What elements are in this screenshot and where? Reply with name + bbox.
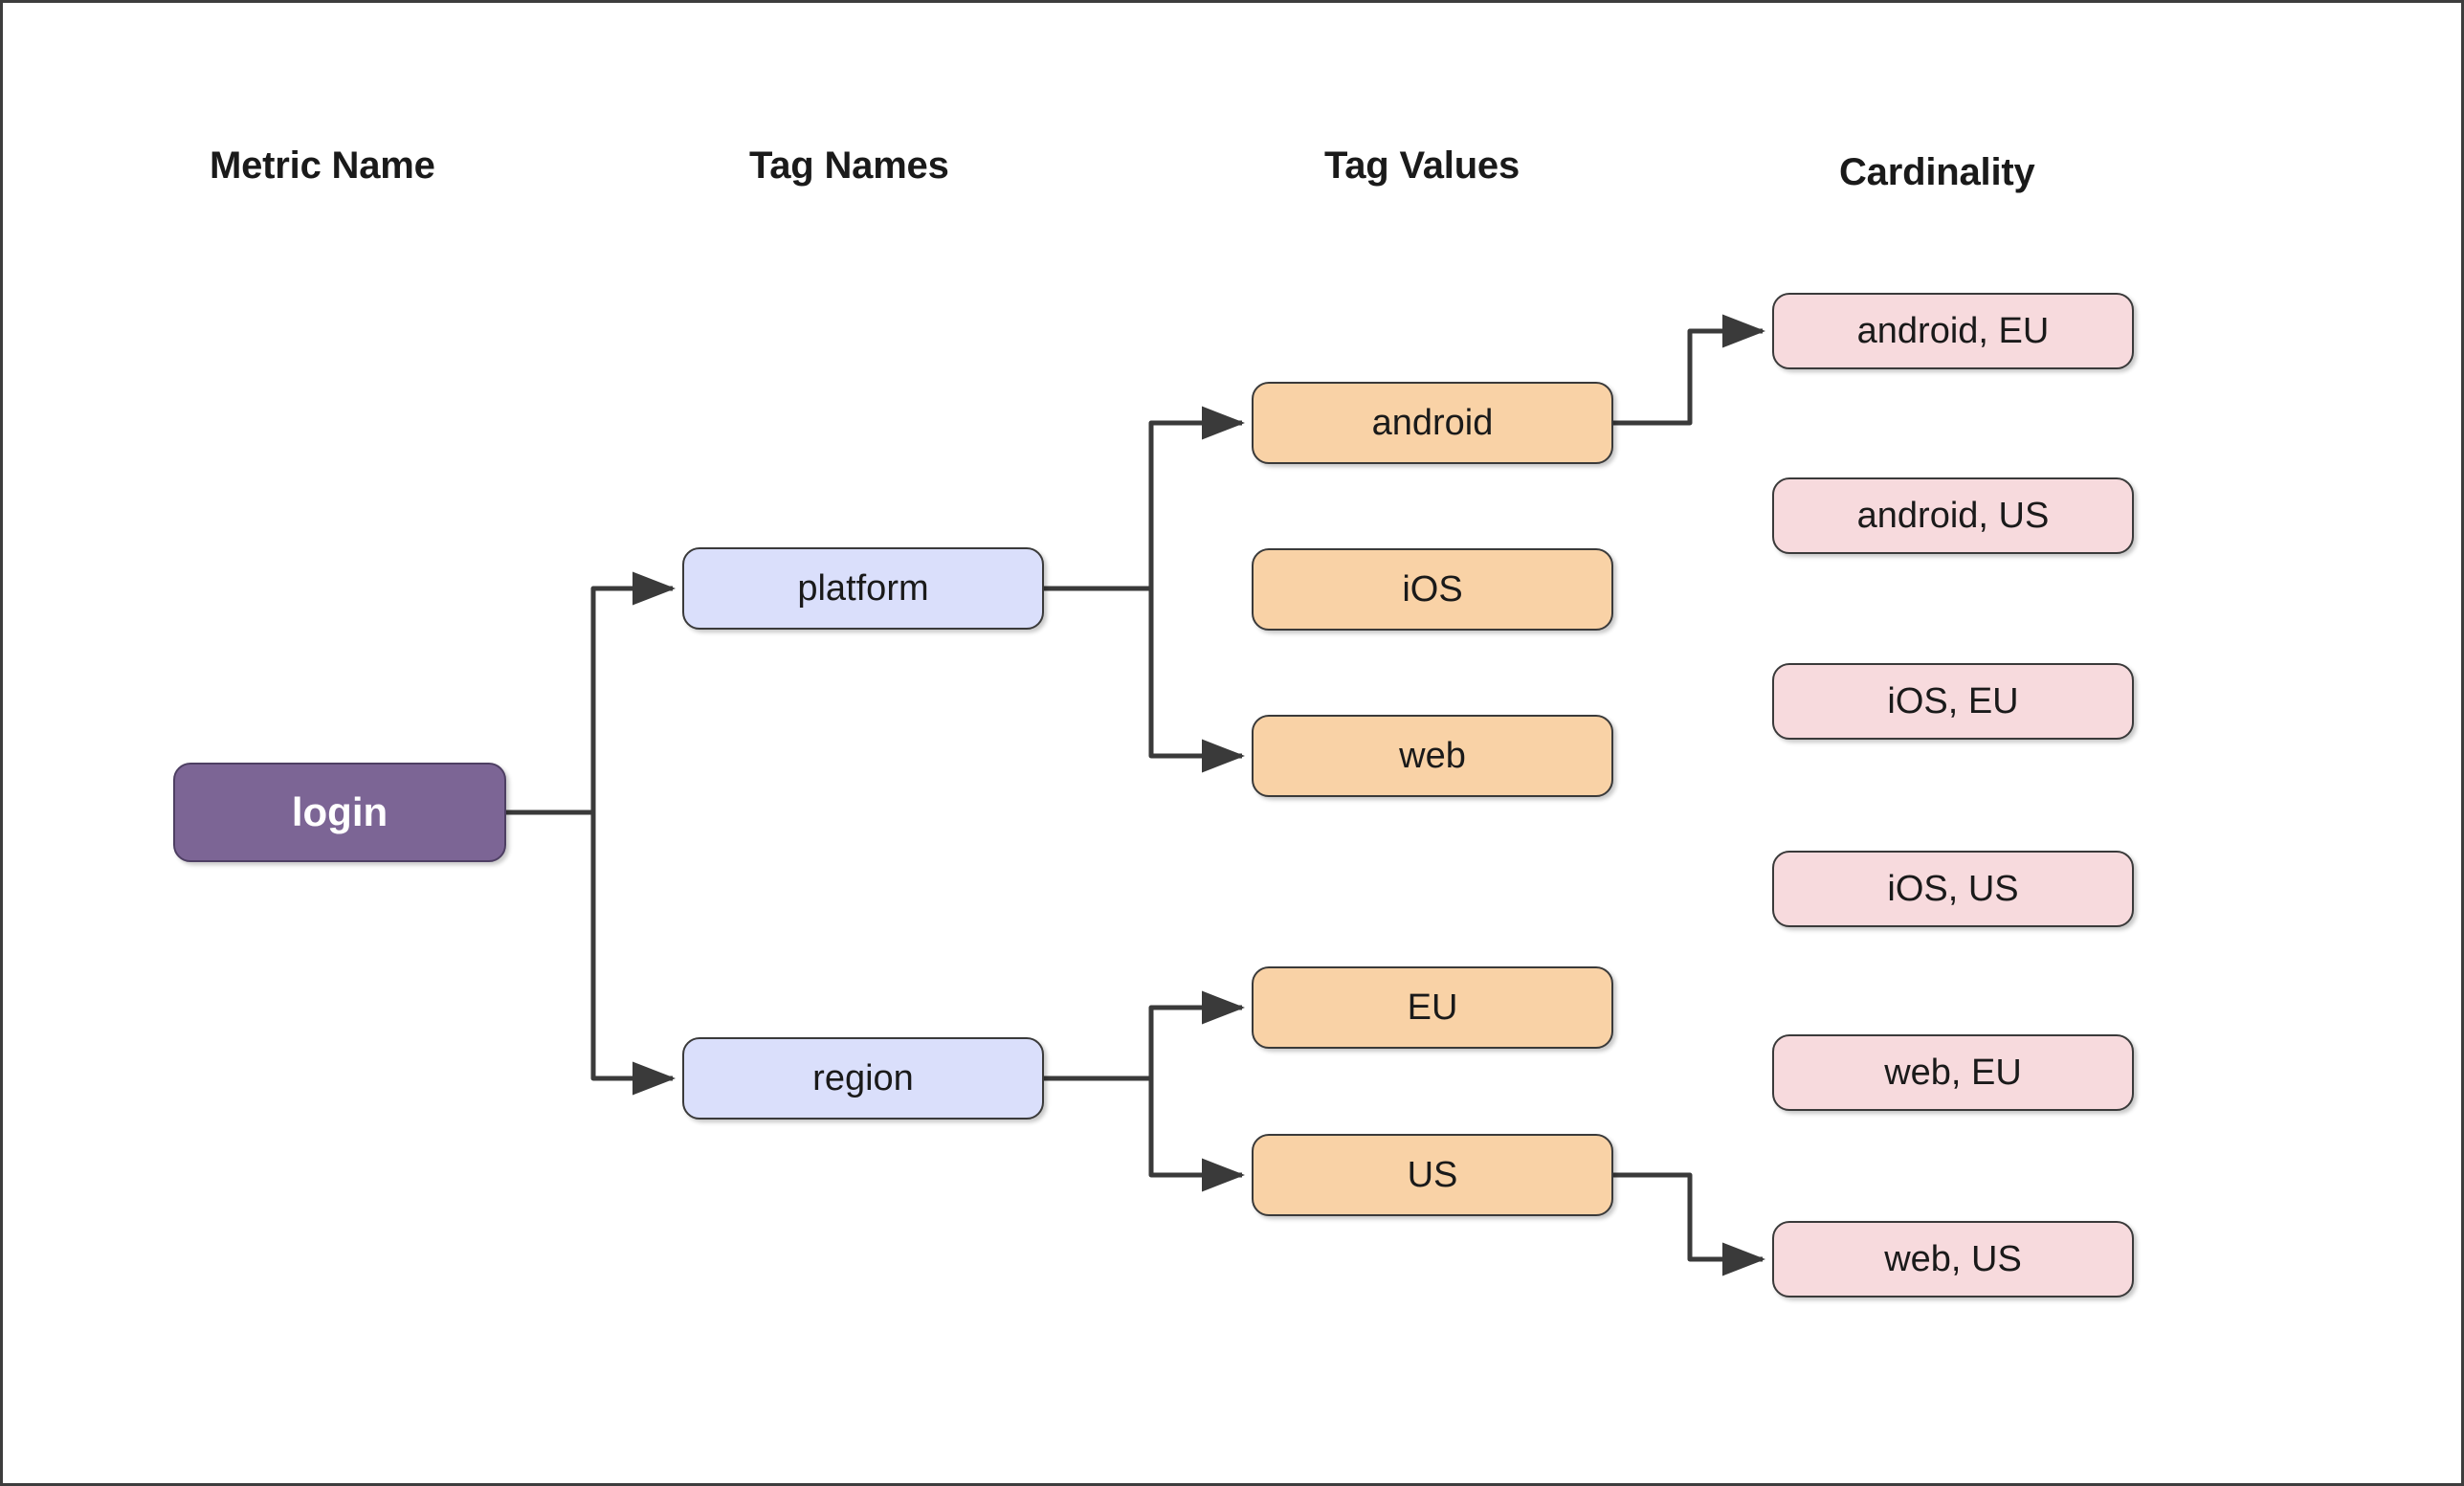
node-ios-eu[interactable]: iOS, EU bbox=[1772, 663, 2134, 740]
column-header-tag_names: Tag Names bbox=[749, 144, 949, 187]
node-label-region: region bbox=[812, 1057, 914, 1098]
edge-region-to-eu bbox=[1044, 990, 1246, 1081]
node-label-ios-us: iOS, US bbox=[1887, 868, 2019, 909]
node-android-us[interactable]: android, US bbox=[1772, 477, 2134, 554]
node-label-web: web bbox=[1399, 735, 1466, 776]
node-label-ios: iOS bbox=[1402, 568, 1463, 610]
node-web[interactable]: web bbox=[1252, 715, 1613, 797]
column-header-tag_values: Tag Values bbox=[1324, 144, 1521, 187]
node-ios-us[interactable]: iOS, US bbox=[1772, 851, 2134, 927]
edge-android-to-android-eu bbox=[1613, 314, 1766, 426]
node-label-us: US bbox=[1407, 1154, 1458, 1195]
node-login[interactable]: login bbox=[173, 763, 506, 862]
node-web-eu[interactable]: web, EU bbox=[1772, 1034, 2134, 1111]
edge-login-to-platform bbox=[506, 571, 677, 815]
node-label-android-eu: android, EU bbox=[1856, 310, 2050, 351]
column-header-cardinality: Cardinality bbox=[1839, 151, 2035, 193]
edge-login-to-region bbox=[506, 810, 677, 1096]
edge-region-to-us bbox=[1044, 1076, 1246, 1192]
node-label-ios-eu: iOS, EU bbox=[1887, 680, 2019, 721]
node-android-eu[interactable]: android, EU bbox=[1772, 293, 2134, 369]
node-region[interactable]: region bbox=[682, 1037, 1044, 1120]
node-android[interactable]: android bbox=[1252, 382, 1613, 464]
node-label-web-us: web, US bbox=[1884, 1238, 2022, 1279]
node-web-us[interactable]: web, US bbox=[1772, 1221, 2134, 1297]
node-eu[interactable]: EU bbox=[1252, 966, 1613, 1049]
column-header-metric_name: Metric Name bbox=[210, 144, 435, 187]
node-label-platform: platform bbox=[797, 567, 929, 609]
edge-platform-to-android bbox=[1044, 406, 1246, 591]
node-ios[interactable]: iOS bbox=[1252, 548, 1613, 631]
node-label-android: android bbox=[1371, 402, 1494, 443]
edge-us-to-web-us bbox=[1613, 1172, 1766, 1276]
node-label-web-eu: web, EU bbox=[1884, 1052, 2022, 1093]
edge-platform-to-web bbox=[1044, 586, 1246, 773]
node-label-login: login bbox=[291, 789, 388, 834]
node-label-eu: EU bbox=[1407, 987, 1458, 1028]
node-us[interactable]: US bbox=[1252, 1134, 1613, 1216]
node-label-android-us: android, US bbox=[1856, 495, 2050, 536]
node-platform[interactable]: platform bbox=[682, 547, 1044, 630]
